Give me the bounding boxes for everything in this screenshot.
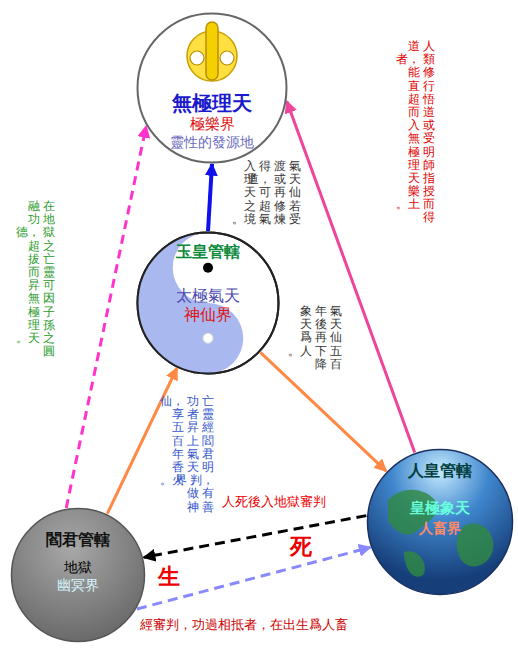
- vertical-edge-label: 氣天仙若受渡或再修煉得道，可超氣入理天之境。: [244, 160, 301, 226]
- vertical-edge-label: 人類修行悟道或受明師指授而得道者，能直超而入無極理天樂土。: [408, 40, 435, 225]
- node-text: 皇極象天: [410, 500, 470, 517]
- label-slot: 經審判，功過相抵者，在出生爲人畜: [140, 618, 348, 633]
- edge-label: 經審判，功過相抵者，在出生爲人畜: [140, 618, 348, 633]
- hell-circle: 閻君管轄地獄幽冥界: [10, 507, 146, 643]
- node-text: 神仙界: [184, 306, 232, 324]
- yang-dot: [203, 333, 213, 343]
- earth-globe: 人皇管轄皇極象天人畜界: [366, 448, 514, 596]
- node-body: 人皇管轄皇極象天人畜界: [366, 448, 514, 536]
- heaven-circle: 無極理天極樂界靈性的發源地: [136, 12, 288, 164]
- node-text: 地獄: [64, 559, 92, 575]
- land-mass: [404, 551, 425, 577]
- node-body: 閻君管轄地獄幽冥界: [10, 507, 146, 594]
- label-slot: 生: [158, 564, 180, 589]
- node-text: 幽冥界: [57, 577, 99, 593]
- node-body: 玉皇管轄太極氣天神仙界: [136, 231, 280, 324]
- vertical-edge-label: 在地獄之亡靈可因子孫之圓融功德，超拔而昇無極理天。: [28, 200, 55, 358]
- label-slot: 氣天仙五百年後再下降象天爲人。: [300, 305, 342, 371]
- label-slot: 死: [290, 534, 312, 559]
- yin-dot: [203, 263, 213, 273]
- flow-arrow: [137, 547, 371, 609]
- label-slot: 人類修行悟道或受明師指授而得道者，能直超而入無極理天樂土。: [408, 40, 435, 225]
- big-glyph-label: 生: [158, 564, 180, 589]
- vertical-edge-label: 亡靈經閻君明判，有善功者昇上氣天界，做神仙，享五百年香火。: [172, 395, 214, 514]
- node-title: 無極理天: [172, 92, 252, 115]
- globe-disc: [368, 450, 513, 595]
- node-text: 極樂界: [190, 116, 235, 133]
- flow-arrow: [144, 516, 367, 558]
- flow-arrow: [287, 101, 415, 452]
- flow-arrow: [66, 126, 146, 508]
- land-mass: [457, 523, 494, 566]
- heaven-outline: [138, 14, 287, 163]
- vertical-edge-label: 氣天仙五百年後再下降象天爲人。: [300, 305, 342, 371]
- label-slot: 氣天仙若受渡或再修煉得道，可超氣入理天之境。: [244, 160, 301, 226]
- node-title: 人皇管轄: [408, 462, 472, 480]
- node-text: 人畜界: [419, 520, 461, 536]
- yin-yang-half: [138, 233, 244, 374]
- label-slot: 人死後入地獄審判: [222, 495, 326, 510]
- node-text: 靈性的發源地: [170, 134, 254, 150]
- edge-label: 人死後入地獄審判: [222, 495, 326, 510]
- label-slot: 亡靈經閻君明判，有善功者昇上氣天界，做神仙，享五百年香火。: [172, 395, 214, 514]
- hell-disc: [12, 509, 145, 642]
- node-title: 玉皇管轄: [176, 243, 240, 261]
- node-body: 無極理天極樂界靈性的發源地: [136, 12, 288, 150]
- qi-heaven-circle: 玉皇管轄太極氣天神仙界: [136, 231, 280, 375]
- flow-arrow: [107, 368, 177, 514]
- node-text: 太極氣天: [176, 287, 240, 305]
- yin-yang-outline: [138, 233, 279, 374]
- dao-symbol: [187, 22, 237, 81]
- flow-arrow: [208, 164, 212, 231]
- label-slot: 在地獄之亡靈可因子孫之圓融功德，超拔而昇無極理天。: [28, 200, 55, 358]
- node-title: 閻君管轄: [46, 531, 110, 549]
- big-glyph-label: 死: [290, 534, 312, 559]
